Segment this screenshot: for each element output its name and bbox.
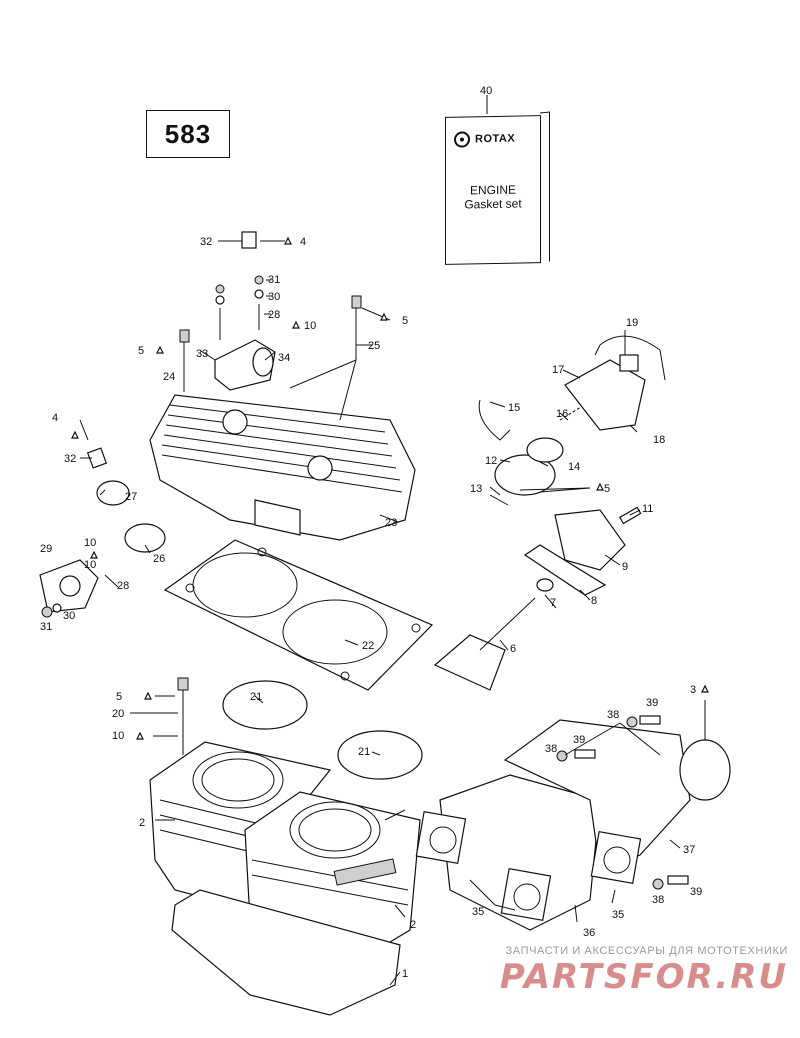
callout-13: 13 xyxy=(470,483,482,495)
callout-32b: 32 xyxy=(64,453,76,465)
callout-23: 23 xyxy=(385,517,397,529)
callout-5: 5 xyxy=(402,315,408,327)
callout-9: 9 xyxy=(622,561,628,573)
callout-7: 7 xyxy=(550,597,556,609)
callout-37: 37 xyxy=(683,844,695,856)
callout-25: 25 xyxy=(368,340,380,352)
callout-6: 6 xyxy=(510,643,516,655)
callout-10: 10 xyxy=(304,320,316,332)
callout-31: 31 xyxy=(268,274,280,286)
callout-39: 39 xyxy=(646,697,658,709)
manifold-screws xyxy=(556,715,689,890)
o-ring-21-a xyxy=(222,680,308,730)
callout-30: 30 xyxy=(268,291,280,303)
callout-28: 28 xyxy=(268,309,280,321)
callout-38b: 38 xyxy=(545,743,557,755)
callout-19: 19 xyxy=(626,317,638,329)
callout-16: 16 xyxy=(556,408,568,420)
callout-26: 26 xyxy=(153,553,165,565)
cylinder-head xyxy=(149,394,416,541)
callout-21: 21 xyxy=(250,691,262,703)
callout-20: 20 xyxy=(112,708,124,720)
callout-28b: 28 xyxy=(117,580,129,592)
callout-10d: 10 xyxy=(84,559,96,571)
callout-17: 17 xyxy=(552,364,564,376)
base-gasket xyxy=(171,889,401,1016)
callout-5b: 5 xyxy=(138,345,144,357)
callout-39b: 39 xyxy=(573,734,585,746)
callout-24: 24 xyxy=(163,371,175,383)
callout-5c: 5 xyxy=(604,483,610,495)
leader-lines xyxy=(79,95,706,986)
head-gasket xyxy=(163,539,434,691)
callout-11: 11 xyxy=(642,503,653,515)
rave-valve-assembly xyxy=(433,335,666,691)
callout-10c: 10 xyxy=(112,730,124,742)
thermostat-26 xyxy=(124,523,166,553)
callout-39c: 39 xyxy=(690,886,702,898)
callout-40: 40 xyxy=(480,85,492,97)
callout-15: 15 xyxy=(508,402,520,414)
callout-27: 27 xyxy=(125,491,137,503)
model-number: 583 xyxy=(164,118,212,149)
callout-4: 4 xyxy=(300,236,306,248)
callout-3: 3 xyxy=(690,684,696,696)
lubricant-markers xyxy=(71,236,709,740)
head-bolts xyxy=(179,295,362,392)
callout-22: 22 xyxy=(362,640,374,652)
callout-36: 36 xyxy=(583,927,595,939)
callout-30b: 30 xyxy=(63,610,75,622)
thermostat-housing xyxy=(214,339,276,391)
callout-4b: 4 xyxy=(52,412,58,424)
callout-34: 34 xyxy=(278,352,290,364)
watermark-brand: PARTSFOR.RU xyxy=(499,957,788,997)
callout-32: 32 xyxy=(200,236,212,248)
exhaust-manifold xyxy=(415,719,731,931)
callout-2b: 2 xyxy=(410,919,416,931)
studs-and-nuts xyxy=(215,275,264,340)
callout-33: 33 xyxy=(196,348,208,360)
plug-32 xyxy=(241,231,257,249)
callout-14: 14 xyxy=(568,461,580,473)
callout-10b: 10 xyxy=(84,537,96,549)
callout-35: 35 xyxy=(472,906,484,918)
callout-35b: 35 xyxy=(612,909,624,921)
plug-32-lower xyxy=(86,447,108,469)
callout-31b: 31 xyxy=(40,621,52,633)
model-number-box: 583 xyxy=(146,110,230,158)
callout-1: 1 xyxy=(402,968,408,980)
callout-38c: 38 xyxy=(652,894,664,906)
callout-38: 38 xyxy=(607,709,619,721)
callout-18: 18 xyxy=(653,434,665,446)
callout-12: 12 xyxy=(485,455,497,467)
callout-2: 2 xyxy=(139,817,145,829)
callout-labels: 1 2 2 3 4 4 5 5 5 5 6 7 8 9 10 10 10 10 … xyxy=(40,85,702,980)
callout-21b: 21 xyxy=(358,746,370,758)
callout-5d: 5 xyxy=(116,691,122,703)
watermark-tagline: ЗАПЧАСТИ И АКСЕССУАРЫ ДЛЯ МОТОТЕХНИКИ xyxy=(505,945,788,957)
gasket-27 xyxy=(96,480,130,506)
callout-8: 8 xyxy=(591,595,597,607)
watermark: ЗАПЧАСТИ И АКСЕССУАРЫ ДЛЯ МОТОТЕХНИКИ PA… xyxy=(488,945,788,997)
callout-29: 29 xyxy=(40,543,52,555)
